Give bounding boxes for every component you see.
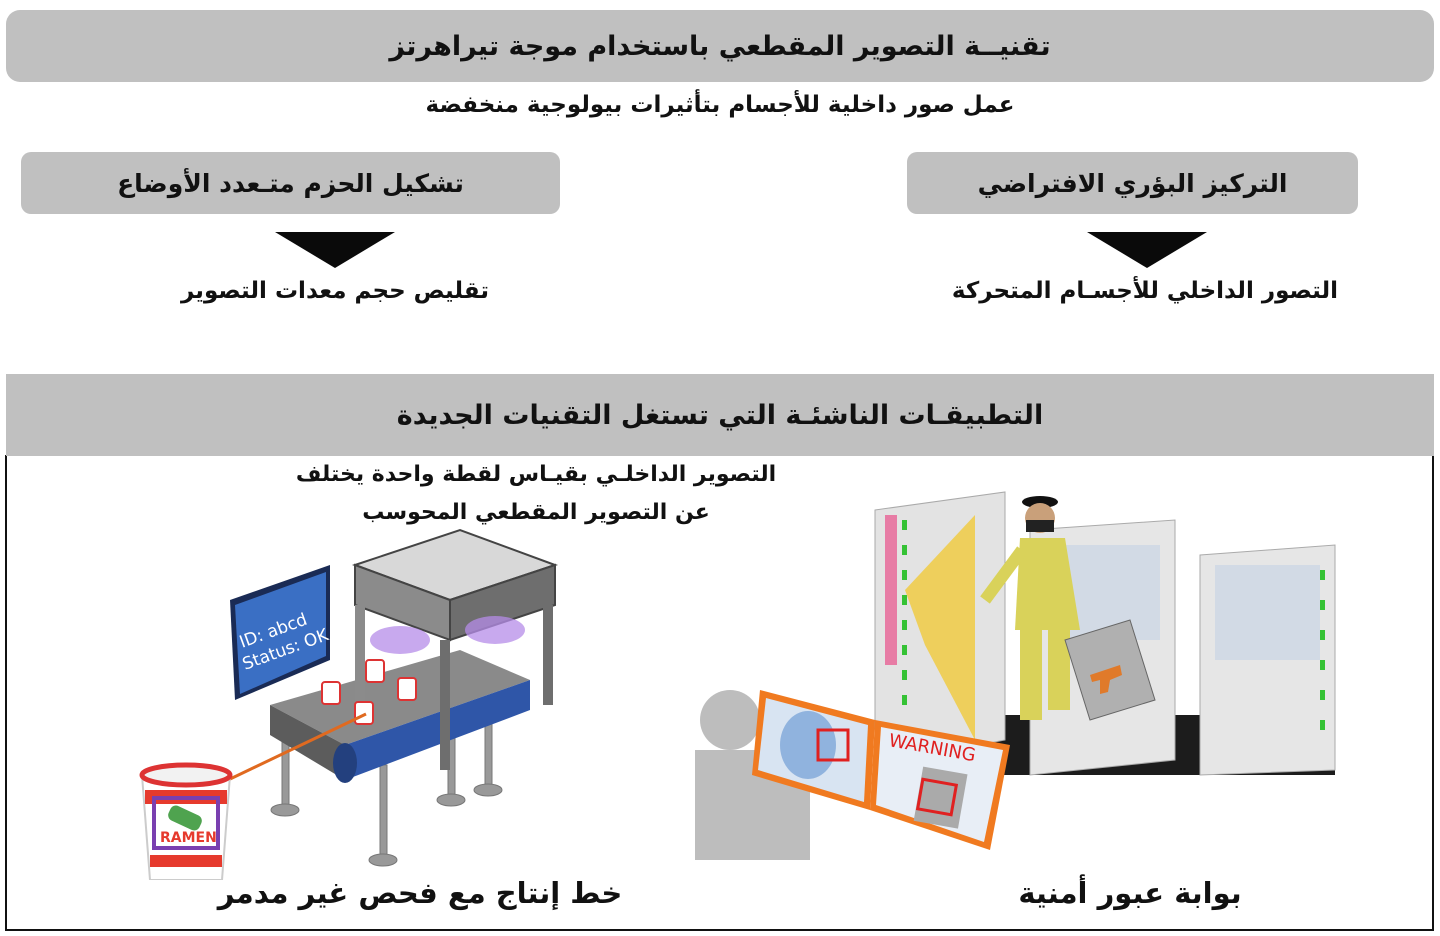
arrow-down-icon: [275, 232, 395, 268]
terahertz-beam: [905, 515, 975, 740]
applications-title: التطبيقـات الناشئـة التي تستغل التقنيات …: [396, 399, 1044, 431]
main-subtitle: عمل صور داخلية للأجسام بتأثيرات بيولوجية…: [425, 92, 1015, 118]
caption-security-gate: بوابة عبور أمنية: [1018, 876, 1242, 910]
method-label-multimode-beam: تشكيل الحزم متـعدد الأوضاع: [117, 168, 464, 198]
main-title-banner: تقنيــة التصوير المقطعي باستخدام موجة تي…: [6, 10, 1434, 82]
cup-label: RAMEN: [160, 830, 217, 846]
caption-production-line: خط إنتاج مع فحص غير مدمر: [217, 876, 623, 910]
method-box-virtual-focus: التركيز البؤري الافتراضي: [907, 152, 1358, 214]
passenger-figure: [980, 496, 1080, 720]
applications-banner: التطبيقـات الناشئـة التي تستغل التقنيات …: [6, 374, 1434, 456]
production-line-illustration: ID: abcd Status: OK: [139, 528, 559, 880]
applications-panel: [5, 455, 1434, 931]
method-label-virtual-focus: التركيز البؤري الافتراضي: [977, 168, 1288, 198]
arrow-down-icon: [1087, 232, 1207, 268]
inspected-cup: RAMEN: [139, 762, 233, 880]
xray-screen-warning: WARNING: [870, 720, 1010, 850]
gate-panel: [1199, 544, 1336, 776]
suitcase: [1064, 619, 1156, 721]
xray-screen-body: [752, 690, 875, 810]
method-box-multimode-beam: تشكيل الحزم متـعدد الأوضاع: [21, 152, 560, 214]
security-gate-illustration: WARNING: [695, 491, 1336, 860]
note-line-2: عن التصوير المقطعي المحوسب: [362, 500, 710, 525]
method-result-moving-objects: التصور الداخلي للأجسـام المتحركة: [951, 278, 1339, 304]
inspection-hood: [351, 528, 559, 770]
status-monitor: ID: abcd Status: OK: [230, 565, 332, 700]
method-result-equipment-size: تقليص حجم معدات التصوير: [181, 278, 489, 304]
main-title: تقنيــة التصوير المقطعي باستخدام موجة تي…: [389, 30, 1051, 62]
note-line-1: التصوير الداخلـي بقيـاس لقطة واحدة يختلف: [295, 462, 777, 487]
